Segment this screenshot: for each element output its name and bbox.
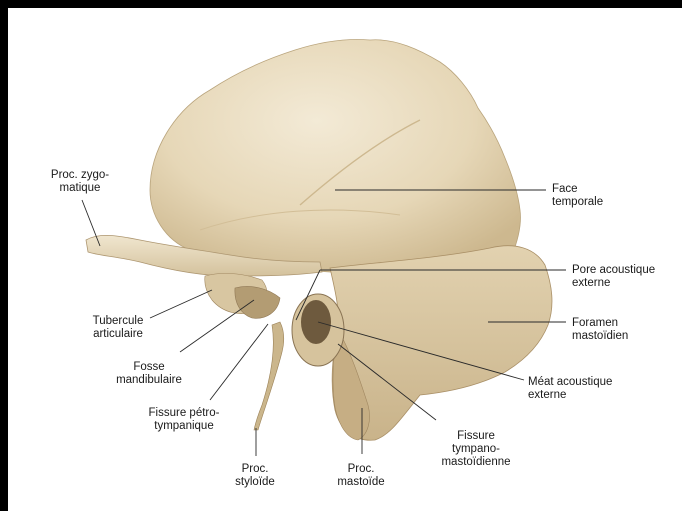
label-proc-styloide: Proc. styloïde (220, 463, 290, 489)
label-meat-acoustique: Méat acoustique externe (528, 376, 612, 402)
label-foramen-mastoidien: Foramen mastoïdien (572, 317, 628, 343)
leader-tubercule (150, 290, 212, 318)
label-proc-mastoide: Proc. mastoïde (326, 463, 396, 489)
label-fosse-mandibulaire: Fosse mandibulaire (104, 361, 194, 387)
label-proc-zygomatique: Proc. zygo- matique (38, 169, 122, 195)
label-fissure-tympano: Fissure tympano- mastoïdienne (422, 430, 530, 469)
styloid-process (254, 322, 284, 430)
label-fissure-petro: Fissure pétro- tympanique (130, 407, 238, 433)
label-pore-acoustique: Pore acoustique externe (572, 264, 655, 290)
label-face-temporale: Face temporale (552, 183, 603, 209)
leader-fosse (180, 300, 254, 352)
squama-temporal-surface (150, 39, 521, 272)
leader-fissure-petro (210, 324, 268, 400)
label-tubercule-articulaire: Tubercule articulaire (78, 315, 158, 341)
external-acoustic-meatus (301, 300, 331, 344)
